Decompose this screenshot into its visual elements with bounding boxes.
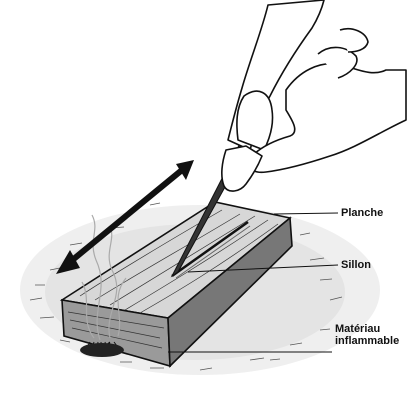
smoke-icon — [81, 214, 127, 341]
hand-icon — [221, 0, 407, 192]
leader-lines — [168, 212, 339, 353]
label-board: Planche — [341, 207, 384, 219]
groove — [171, 220, 251, 279]
double-arrow-icon — [56, 160, 194, 274]
label-groove: Sillon — [341, 259, 371, 271]
label-tinder-line1: Matériau — [335, 323, 381, 335]
board — [59, 201, 293, 368]
label-tinder-line2: inflammable — [335, 335, 400, 347]
label-tinder: Matériau inflammable — [335, 323, 399, 347]
tinder-icon — [80, 341, 124, 357]
